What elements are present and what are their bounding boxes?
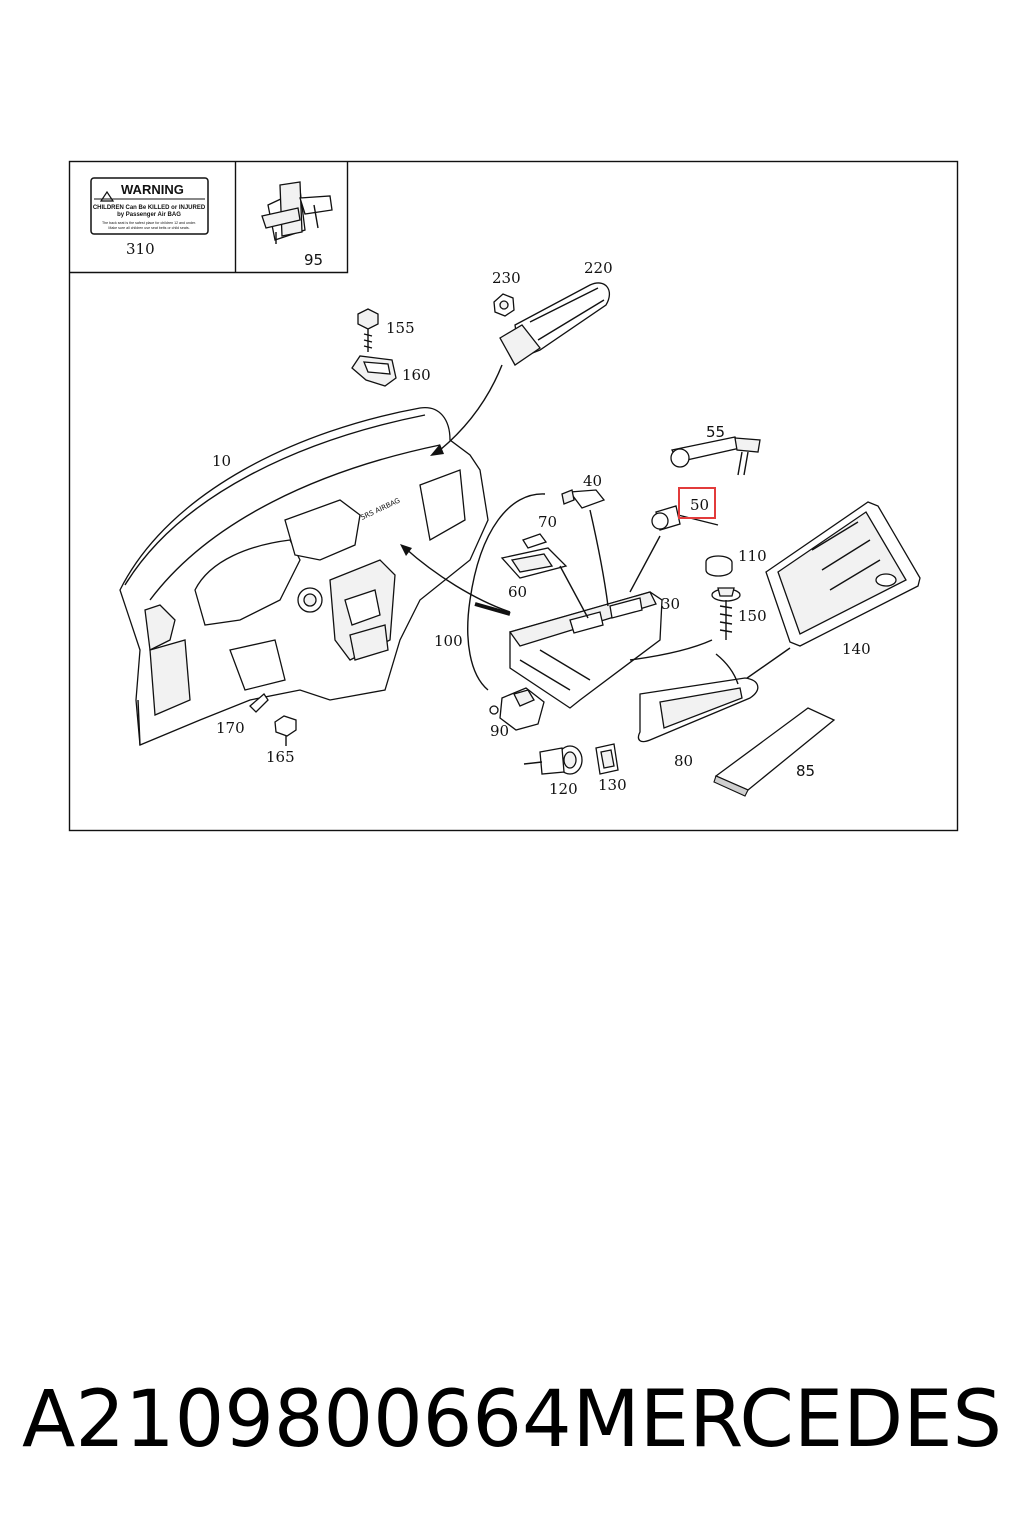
dashboard-drawing: SRS AIRBAG bbox=[119, 407, 489, 746]
cap-110-drawing bbox=[705, 555, 733, 577]
callout-50-highlight[interactable] bbox=[678, 487, 716, 519]
airbag-module-220-drawing bbox=[499, 282, 611, 366]
screw-150-drawing bbox=[711, 587, 741, 640]
warning-line-2: by Passenger Air BAG bbox=[117, 212, 181, 218]
callout-160: 160 bbox=[402, 366, 431, 384]
callout-100: 100 bbox=[434, 632, 463, 650]
footer: A2109800664 MERCEDES bbox=[0, 1370, 1024, 1470]
callout-155: 155 bbox=[386, 319, 415, 337]
glovebox-30-drawing bbox=[508, 591, 663, 709]
clip-130-drawing bbox=[595, 743, 619, 775]
callout-220: 220 bbox=[584, 259, 613, 277]
actuator-90-drawing bbox=[489, 687, 545, 731]
callout-130: 130 bbox=[598, 776, 627, 794]
socket-120-drawing bbox=[523, 745, 583, 775]
warning-fine-1: The back seat is the safest place for ch… bbox=[102, 221, 196, 225]
part-number: A2109800664 bbox=[22, 1375, 572, 1465]
warning-label: WARNING CHILDREN Can Be KILLED or INJURE… bbox=[90, 177, 209, 235]
clip-95-drawing bbox=[261, 181, 333, 244]
lid-frame-80-drawing bbox=[637, 653, 759, 743]
callout-140: 140 bbox=[842, 640, 871, 658]
callout-95: 95 bbox=[304, 251, 323, 269]
arrow-50-to-box bbox=[629, 535, 661, 593]
bracket-160-drawing bbox=[351, 355, 397, 387]
parts-diagram: WARNING CHILDREN Can Be KILLED or INJURE… bbox=[68, 160, 959, 832]
warning-triangle-icon bbox=[99, 190, 115, 202]
callout-60: 60 bbox=[508, 583, 527, 601]
screw-155-drawing bbox=[357, 308, 379, 352]
lock-cylinder-55-drawing bbox=[670, 436, 761, 476]
callout-90: 90 bbox=[490, 722, 509, 740]
callout-170: 170 bbox=[216, 719, 245, 737]
callout-230: 230 bbox=[492, 269, 521, 287]
callout-165: 165 bbox=[266, 748, 295, 766]
callout-120: 120 bbox=[549, 780, 578, 798]
arrow-head-2 bbox=[400, 544, 412, 556]
nut-230-drawing bbox=[493, 293, 515, 317]
bulb-70-drawing bbox=[522, 533, 548, 549]
callout-10: 10 bbox=[212, 452, 231, 470]
arrow-head-1 bbox=[430, 444, 444, 456]
callout-70: 70 bbox=[538, 513, 557, 531]
arrow-thick bbox=[474, 602, 511, 616]
callout-30: 30 bbox=[661, 595, 680, 613]
callout-110: 110 bbox=[738, 547, 767, 565]
callout-310: 310 bbox=[126, 240, 155, 258]
callout-55: 55 bbox=[706, 423, 725, 441]
callout-80: 80 bbox=[674, 752, 693, 770]
lock-insert-50-drawing bbox=[651, 505, 719, 531]
arrow-box-to-dash bbox=[404, 547, 511, 613]
clip-170-drawing bbox=[249, 693, 269, 713]
callout-40: 40 bbox=[583, 472, 602, 490]
callout-85: 85 bbox=[796, 762, 815, 780]
arrow-40-to-box bbox=[589, 509, 609, 607]
warning-title: WARNING bbox=[121, 182, 184, 197]
arrow-airbag-to-dash bbox=[439, 364, 503, 451]
callout-150: 150 bbox=[738, 607, 767, 625]
warning-fine-2: Make sure all children use seat belts or… bbox=[108, 226, 189, 230]
switch-40-drawing bbox=[561, 489, 606, 509]
cover-panel-85-drawing bbox=[713, 707, 836, 797]
callout-50[interactable]: 50 bbox=[690, 496, 709, 514]
cable-100-drawing bbox=[467, 493, 546, 691]
warning-line-1: CHILDREN Can Be KILLED or INJURED bbox=[93, 205, 206, 211]
glovebox-insert-140-drawing bbox=[765, 501, 921, 647]
arrow-60-to-box bbox=[559, 565, 589, 619]
screw-165-drawing bbox=[274, 715, 297, 746]
lamp-60-drawing bbox=[500, 547, 568, 579]
inset-box-lines bbox=[69, 161, 349, 274]
brand-name: MERCEDES bbox=[572, 1375, 1003, 1465]
arrow-150-to-box bbox=[629, 639, 713, 661]
